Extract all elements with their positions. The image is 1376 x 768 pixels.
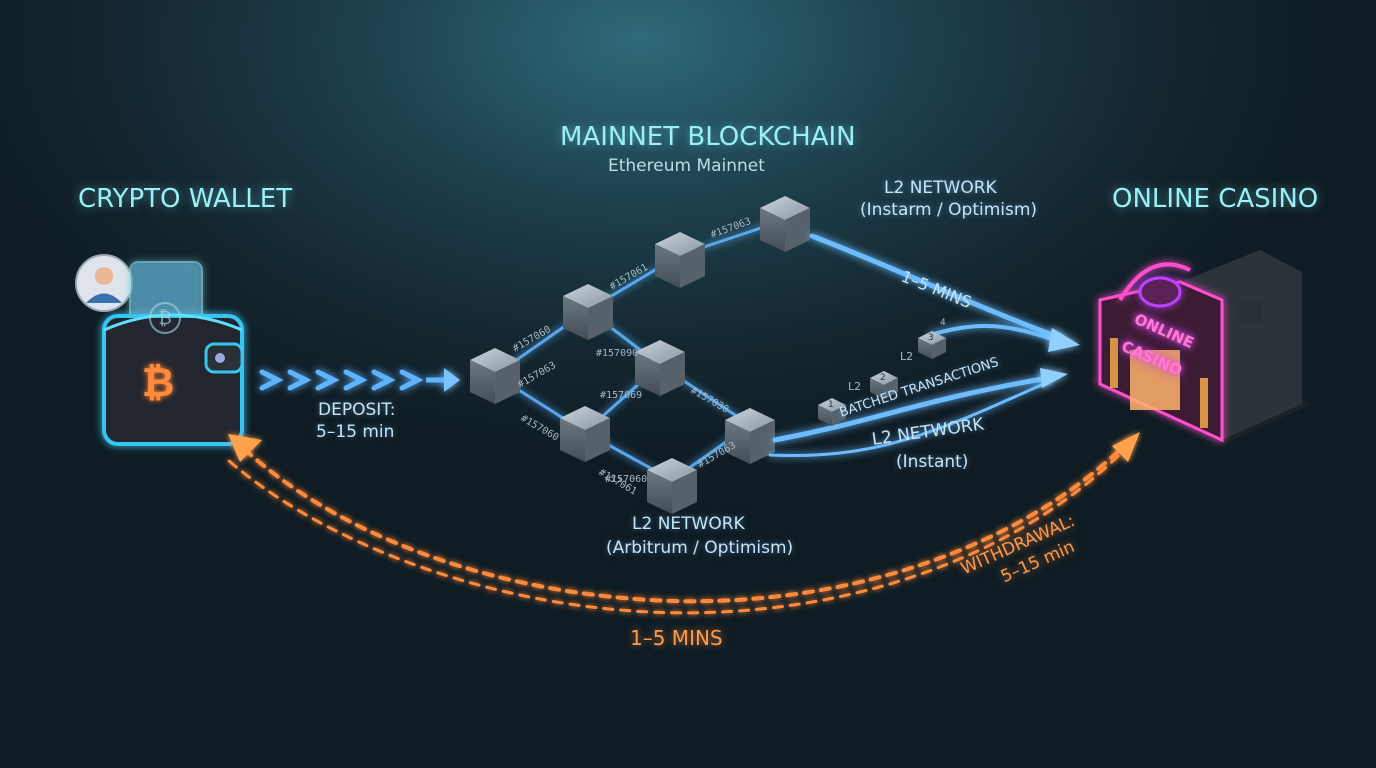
batch-cube — [870, 371, 898, 399]
batch-cube — [818, 398, 846, 426]
block-cube — [760, 196, 810, 252]
block-cube — [563, 284, 613, 340]
block-id-label: #157060 — [605, 474, 647, 485]
mainnet-subtitle: Ethereum Mainnet — [608, 156, 765, 176]
block-cube — [470, 348, 520, 404]
block-cube — [655, 232, 705, 288]
block-id-label: #157063 — [516, 360, 558, 391]
l2-top-title: L2 NETWORK — [884, 178, 997, 198]
batch-cube — [918, 331, 946, 359]
l2-right-subtitle: (Instant) — [896, 452, 969, 472]
deposit-label: DEPOSIT: — [318, 400, 396, 420]
mainnet-title: MAINNET BLOCKCHAIN — [560, 122, 856, 152]
block-id-label: #157060 — [519, 413, 561, 444]
batch-marker: L2 — [848, 380, 862, 393]
svg-text:₿: ₿ — [142, 360, 175, 406]
l2-arrows — [768, 233, 1063, 458]
l2-top-subtitle: (Instarm / Optimism) — [860, 200, 1038, 220]
block-id-label: #157030 — [689, 385, 731, 416]
svg-text:₿: ₿ — [158, 308, 171, 329]
batch-marker: L2 — [900, 350, 914, 363]
bitcoin-icon: ₿ ₿ — [142, 302, 181, 406]
batch-cube-number: 4 — [940, 318, 946, 328]
l2-bottom-title: L2 NETWORK — [632, 514, 745, 534]
l2-bottom-subtitle: (Arbitrum / Optimism) — [606, 538, 794, 558]
deposit-arrow — [259, 368, 460, 392]
block-cube — [725, 408, 775, 464]
batch-cube-number: 2 — [880, 373, 886, 383]
casino-title: ONLINE CASINO — [1112, 184, 1319, 214]
block-cube — [560, 406, 610, 462]
user-avatar-icon — [75, 254, 133, 312]
block-cube — [635, 340, 685, 396]
wallet-title: CRYPTO WALLET — [78, 184, 293, 214]
block-id-label: #157063 — [696, 440, 738, 471]
block-id-label: #157090 — [596, 348, 638, 359]
casino-building-icon — [1088, 250, 1312, 446]
bottom-time-label: 1–5 MINS — [630, 626, 723, 650]
block-cube — [647, 458, 697, 514]
withdrawal-arrow — [226, 438, 1132, 615]
deposit-time: 5–15 min — [316, 422, 395, 442]
batch-cube-number: 1 — [828, 400, 834, 410]
batch-cube-number: 3 — [928, 333, 934, 343]
block-id-label: #157069 — [600, 390, 642, 401]
